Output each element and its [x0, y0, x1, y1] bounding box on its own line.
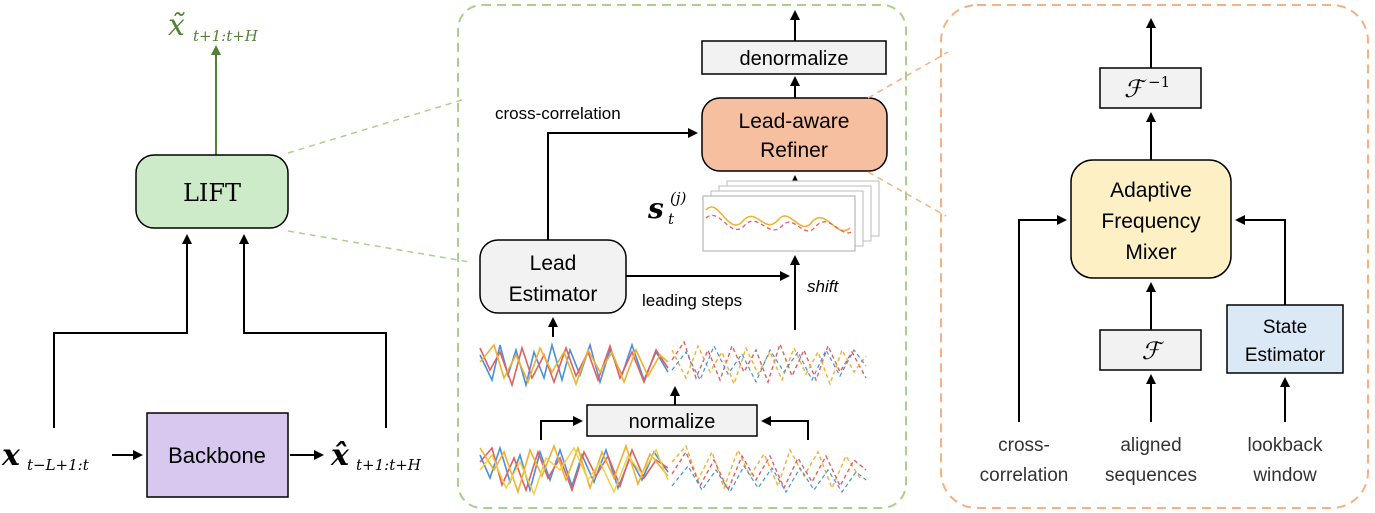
input-series-subscript: t−L+1:t — [27, 456, 90, 474]
adaptive-frequency-mixer-box[interactable] — [1070, 159, 1232, 279]
inverse-fft-box[interactable] — [1099, 67, 1202, 109]
refined-output-symbol: x̃ — [168, 8, 186, 43]
refiner-label-line1: Lead-aware — [739, 110, 850, 133]
prediction-subscript: t+1:t+H — [356, 456, 422, 474]
lookback-to-normalize-arrow — [540, 416, 583, 440]
refined-output-subscript: t+1:t+H — [193, 27, 259, 45]
input-lookback-window-line1: lookback — [1248, 435, 1323, 456]
raw-forecast-orange — [671, 444, 861, 491]
forecast-to-normalize-arrow — [761, 416, 809, 440]
normalized-series-orange — [479, 343, 669, 387]
input-aligned-sequences-line2: sequences — [1105, 465, 1197, 486]
right-panel: ℱ −1 Adaptive Frequency Mixer ℱ State Es… — [940, 4, 1369, 509]
input-cross-correlation-line2: correlation — [980, 465, 1069, 486]
zoom-connector-bottom — [287, 230, 471, 263]
cross-correlation-arrow — [547, 128, 698, 240]
mixer-label-line3: Mixer — [1125, 241, 1176, 264]
shift-label: shift — [807, 277, 839, 296]
middle-panel-border — [457, 4, 907, 509]
raw-series-yellow — [479, 446, 669, 497]
cross-correlation-to-mixer-arrow — [1018, 215, 1067, 422]
input-to-lift-arrow — [53, 234, 192, 428]
shifted-series-red — [705, 214, 853, 234]
input-cross-correlation-line1: cross- — [998, 435, 1050, 456]
middle-panel: denormalize Lead-aware Refiner cross-cor… — [457, 4, 907, 509]
zoom-connector-orange-bottom — [867, 171, 947, 217]
raw-forecast-red — [671, 450, 867, 492]
shifted-sequence-symbol: s — [647, 192, 664, 225]
mixer-label-line1: Adaptive — [1110, 179, 1192, 202]
state-estimator-box[interactable] — [1226, 304, 1344, 374]
normalized-series-plot — [479, 340, 867, 389]
left-panel: x̃ t+1:t+H LIFT x t−L+1:t Backbone x̂ t+… — [1, 8, 422, 498]
backbone-box[interactable] — [146, 412, 289, 498]
lead-estimator-label-line1: Lead — [530, 252, 577, 275]
raw-series-plot — [479, 443, 867, 497]
leading-steps-label: leading steps — [642, 291, 742, 310]
prediction-to-lift-arrow — [239, 234, 387, 428]
normalized-forecast-blue — [671, 344, 867, 384]
state-to-mixer-arrow — [1235, 215, 1286, 305]
cross-correlation-label: cross-correlation — [495, 104, 621, 123]
normalized-forecast-orange — [671, 344, 867, 387]
shifted-series-yellow — [705, 206, 851, 232]
normalize-box[interactable] — [586, 404, 758, 437]
fft-box[interactable] — [1099, 329, 1202, 371]
fft-symbol: ℱ — [1142, 337, 1165, 365]
raw-series-orange — [479, 443, 669, 495]
shifted-sequence-stack — [702, 180, 880, 252]
lift-label: LIFT — [183, 179, 241, 207]
shifted-sequence-superscript: (j) — [670, 189, 687, 207]
zoom-connector-orange-top — [867, 51, 949, 99]
backbone-label: Backbone — [168, 443, 266, 468]
refiner-label-line2: Refiner — [760, 139, 828, 162]
shifted-sequence-subscript: t — [668, 210, 675, 228]
input-lookback-window-line2: window — [1252, 465, 1317, 486]
denormalize-label: denormalize — [740, 48, 849, 70]
state-estimator-label-line2: Estimator — [1245, 345, 1326, 366]
zoom-connector-top — [287, 99, 463, 154]
normalized-series-blue — [479, 341, 669, 389]
state-estimator-label-line1: State — [1263, 317, 1307, 338]
inverse-fft-superscript: −1 — [1148, 73, 1170, 91]
denormalize-box[interactable] — [701, 40, 887, 75]
mixer-label-line2: Frequency — [1101, 210, 1201, 233]
input-series-symbol: x — [1, 438, 21, 473]
normalize-label: normalize — [629, 411, 716, 433]
lead-estimator-label-line2: Estimator — [509, 283, 598, 306]
lead-aware-refiner-box[interactable] — [701, 97, 888, 172]
prediction-symbol: x̂ — [330, 438, 350, 473]
input-aligned-sequences-line1: aligned — [1120, 435, 1181, 456]
raw-forecast-blue — [671, 464, 867, 494]
inverse-fft-symbol: ℱ — [1124, 75, 1147, 103]
lift-box[interactable] — [135, 154, 289, 229]
